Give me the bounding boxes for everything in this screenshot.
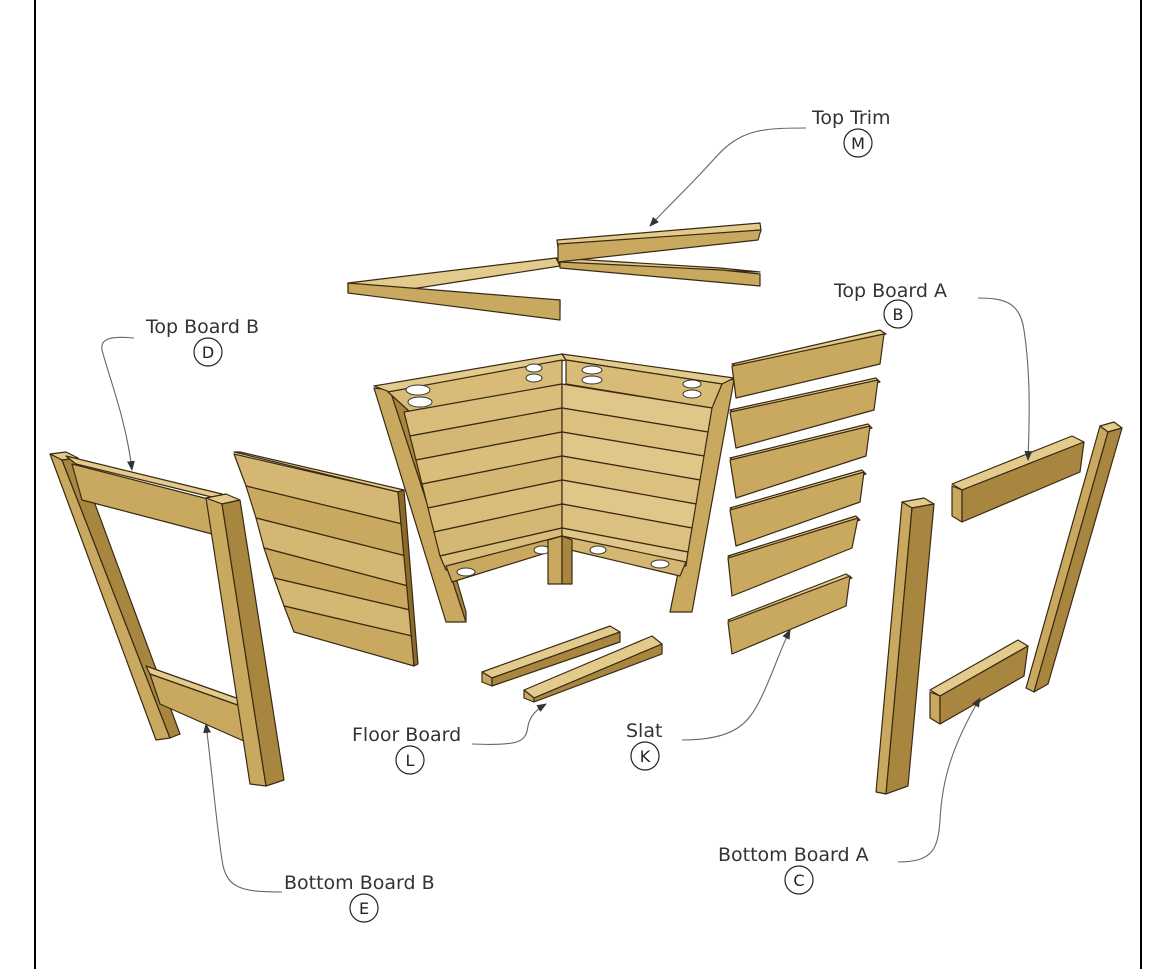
center-post-side [561,535,573,585]
part-name: Bottom Board B [284,872,435,894]
part-letter-circle [395,745,425,775]
part-name: Floor Board [352,724,461,746]
part-name: Top Board A [833,280,947,302]
part-label-top-board-a: Top Board A B [833,280,947,329]
pocket-hole [456,567,476,577]
leader-top-trim [649,127,807,227]
part-letter-circle [349,893,379,923]
center-post [547,535,563,585]
top-trim-right-thin-face [559,261,761,287]
top-trim-pieces [347,222,762,321]
part-name: Slat [626,720,662,742]
part-letter: M [851,134,865,153]
part-label-bottom-board-b: Bottom Board B E [284,872,435,923]
part-letter: L [406,751,415,770]
top-trim-left-face [347,282,561,321]
pocket-hole [581,375,603,385]
part-letter-circle [883,299,913,329]
pocket-hole [682,389,702,399]
floor-boards [481,625,663,703]
slat-stack [727,329,887,655]
leader-slat [681,629,791,741]
part-name: Bottom Board A [718,844,869,866]
pocket-hole [525,373,543,383]
right-side-frame [875,421,1123,795]
leader-floor-board [471,703,547,745]
pocket-hole [682,379,702,389]
planter-box-assembly [373,353,735,623]
pocket-hole [650,559,670,569]
leader-top-board-b [101,336,135,471]
leader-bottom-board-b [203,723,283,893]
pocket-hole [581,365,603,375]
part-label-floor-board: Floor Board L [352,724,461,775]
left-side-frame [49,451,285,787]
part-letter: D [202,343,214,362]
left-side-slat-panel [233,451,419,667]
part-letter-circle [630,741,660,771]
part-letter: B [893,305,904,324]
drawing-frame [34,0,1142,969]
part-letter-circle [784,865,814,895]
part-name: Top Trim [811,107,891,129]
part-label-bottom-board-a: Bottom Board A C [718,844,869,895]
top-trim-right-face [557,229,762,263]
part-letter-circle [193,337,223,367]
part-letter: K [640,747,651,766]
pocket-hole [407,396,433,408]
part-letter-circle [843,128,873,158]
leader-bottom-board-a [897,697,981,863]
leader-lines [101,127,1033,893]
part-letter: C [793,871,804,890]
part-letter: E [359,899,369,918]
part-label-slat: Slat K [626,720,662,771]
part-label-top-board-b: Top Board B D [145,316,259,367]
part-name: Top Board B [145,316,259,338]
part-label-top-trim: Top Trim M [811,107,891,158]
right-wall-slats [561,383,713,567]
pocket-hole [525,363,543,373]
pocket-hole [405,384,431,396]
leader-top-board-a [977,297,1033,461]
pocket-hole [589,545,607,555]
